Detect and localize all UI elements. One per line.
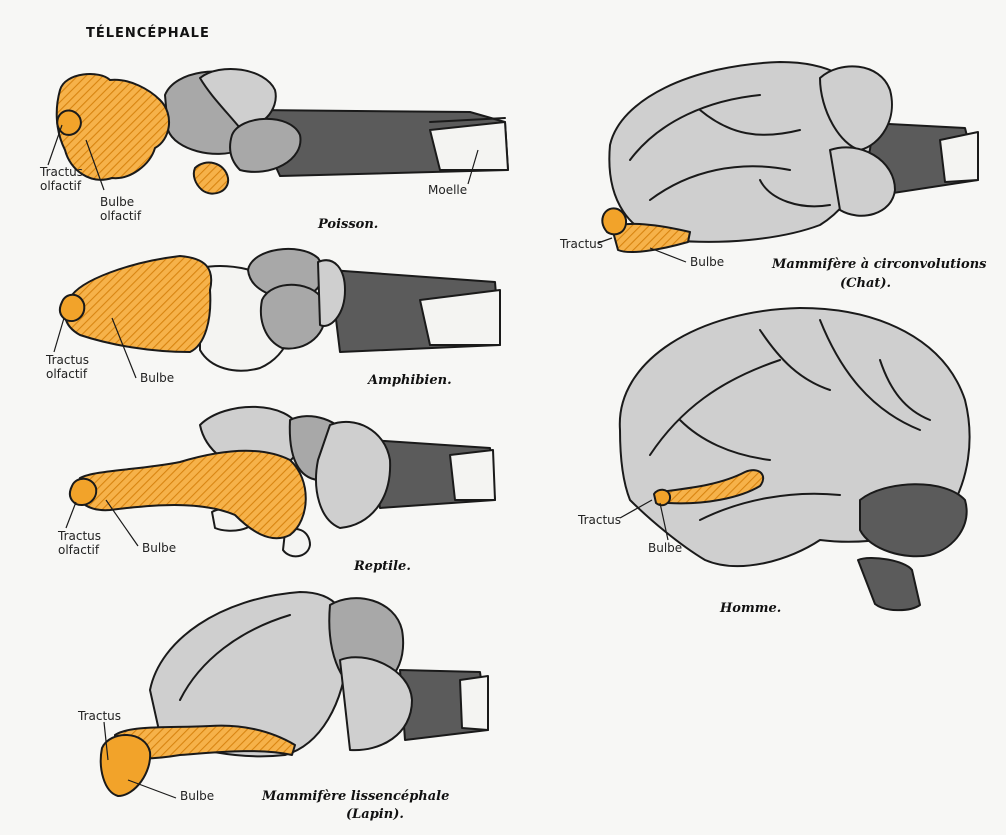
reptile-cervelet [316,422,390,528]
amphibien-tectum [261,285,326,349]
poisson-label-moelle: Moelle [428,183,467,197]
amphibien-label-tractus-2: olfactif [46,367,88,381]
reptile-moelle-white [450,450,495,500]
homme-label-tractus: Tractus [577,513,621,527]
poisson-hypophyse [194,163,228,194]
poisson-label-tractus: Tractus [39,165,83,179]
figure-amphibien: Tractus olfactif Bulbe Amphibien. [45,249,500,388]
figure-poisson: Tractus olfactif Bulbe olfactif Moelle P… [39,69,508,232]
poisson-label-bulbe-2: olfactif [100,209,142,223]
amphibien-moelle-white [420,290,500,345]
reptile-label-tractus-2: olfactif [58,543,100,557]
chat-label-bulbe: Bulbe [690,255,724,269]
lapin-label-bulbe: Bulbe [180,789,214,803]
homme-label-bulbe: Bulbe [648,541,682,555]
poisson-bulbe [57,111,81,135]
reptile-bulbe [70,479,96,505]
poisson-label-bulbe: Bulbe [100,195,134,209]
lapin-moelle-white [460,676,488,730]
amphibien-label-bulbe: Bulbe [140,371,174,385]
homme-bulbe [654,490,670,505]
reptile-caption: Reptile. [353,559,411,574]
chat-moelle-white [940,132,978,182]
amphibien-caption: Amphibien. [366,373,452,388]
reptile-label-tractus: Tractus [57,529,101,543]
chat-caption-line1: Mammifère à circonvolutions [771,257,987,272]
homme-tronc [858,558,920,610]
figure-lapin: Tractus Bulbe Mammifère lissencéphale (L… [77,592,488,822]
amphibien-telencephale [65,256,211,352]
reptile-telencephale [77,451,306,539]
lapin-bulbe [101,735,150,796]
homme-caption: Homme. [719,601,781,616]
amphibien-label-tractus: Tractus [45,353,89,367]
chat-label-tractus: Tractus [559,237,603,251]
diagram-title: TÉLENCÉPHALE [86,25,210,41]
poisson-moelle-white [430,122,508,170]
figure-chat: Tractus Bulbe Mammifère à circonvolution… [559,62,987,291]
amphibien-bulbe [60,295,84,321]
homme-cervelet [860,484,967,556]
reptile-label-bulbe: Bulbe [142,541,176,555]
lapin-label-tractus: Tractus [77,709,121,723]
poisson-caption: Poisson. [317,217,378,232]
chat-caption-line2: (Chat). [840,276,891,291]
lapin-caption-line1: Mammifère lissencéphale [261,789,449,804]
figure-reptile: Tractus olfactif Bulbe Reptile. [57,407,495,574]
lapin-caption-line2: (Lapin). [346,807,404,822]
figure-homme: Tractus Bulbe Homme. [577,308,970,616]
poisson-label-tractus-2: olfactif [40,179,82,193]
chat-bulbe [602,208,626,234]
